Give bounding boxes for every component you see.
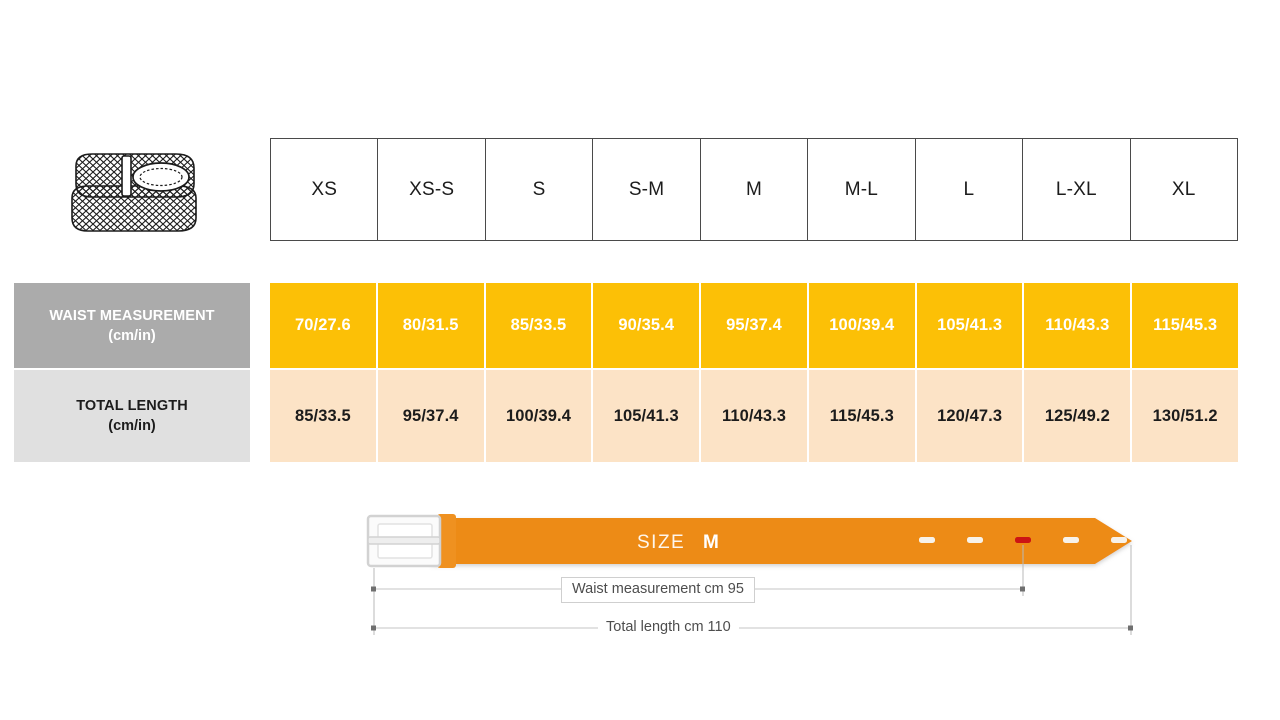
total-length-cell: 115/45.3 (808, 370, 917, 462)
belt-hole-2 (967, 537, 983, 543)
total-length-cell: 125/49.2 (1024, 370, 1133, 462)
belt-strap (432, 518, 1132, 564)
total-length-row-label: TOTAL LENGTH (cm/in) (14, 370, 250, 462)
total-length-cell: 105/41.3 (593, 370, 702, 462)
total-length-dimension-line (371, 625, 1133, 631)
waist-measurement-row-label: WAIST MEASUREMENT (cm/in) (14, 283, 250, 368)
belt-hole-1 (919, 537, 935, 543)
size-header-cell: S-M (593, 139, 701, 240)
waist-measurement-cell: 100/39.4 (808, 283, 917, 368)
waist-measurement-cell: 85/33.5 (485, 283, 594, 368)
belt-size-caption-prefix: SIZE (637, 532, 685, 553)
waist-measurement-label-line1: WAIST MEASUREMENT (49, 307, 215, 324)
waist-dimension-label: Waist measurement cm 95 (561, 577, 755, 603)
waist-measurement-row: 70/27.6 80/31.5 85/33.5 90/35.4 95/37.4 … (270, 283, 1239, 368)
belt-buckle (366, 514, 442, 568)
total-length-dimension-label: Total length cm 110 (598, 619, 739, 635)
total-length-label-line1: TOTAL LENGTH (76, 398, 188, 414)
belt-hole-5 (1111, 537, 1127, 543)
belt-size-caption-value: M (703, 532, 719, 553)
waist-measurement-cell: 115/45.3 (1132, 283, 1239, 368)
size-header-cell: S (486, 139, 594, 240)
waist-measurement-cell: 105/41.3 (916, 283, 1025, 368)
waist-measurement-cell: 110/43.3 (1024, 283, 1133, 368)
size-header-cell: M-L (808, 139, 916, 240)
total-length-label-line2: (cm/in) (108, 418, 156, 434)
belt-measurement-diagram: SIZE M (366, 514, 1133, 635)
size-header-cell: XS (271, 139, 379, 240)
size-header-cell: XL (1171, 178, 1196, 200)
size-header-cell: M (701, 139, 809, 240)
total-length-cell: 100/39.4 (485, 370, 594, 462)
belt-hole-3-highlighted (1015, 537, 1031, 543)
total-length-cell: 85/33.5 (270, 370, 378, 462)
size-header-cell: XS-S (378, 139, 486, 240)
waist-measurement-cell: 70/27.6 (270, 283, 378, 368)
total-length-row: 85/33.5 95/37.4 100/39.4 105/41.3 110/43… (270, 370, 1239, 462)
total-length-cell: 110/43.3 (701, 370, 809, 462)
waist-measurement-cell: 80/31.5 (377, 283, 486, 368)
waist-measurement-cell: 95/37.4 (701, 283, 809, 368)
total-length-cell: 95/37.4 (377, 370, 486, 462)
size-header-table: XS XS-S S S-M M M-L L L-XL XL (270, 138, 1238, 241)
belt-hole-4 (1063, 537, 1079, 543)
belt-keeper-loop (437, 514, 456, 568)
total-length-cell: 120/47.3 (916, 370, 1025, 462)
total-length-cell: 130/51.2 (1132, 370, 1239, 462)
woven-belt-illustration (58, 146, 208, 238)
size-header-cell: L-XL (1023, 139, 1131, 240)
size-header-cell: L (916, 139, 1024, 240)
waist-measurement-cell: 90/35.4 (593, 283, 702, 368)
waist-measurement-label-line2: (cm/in) (108, 327, 156, 344)
